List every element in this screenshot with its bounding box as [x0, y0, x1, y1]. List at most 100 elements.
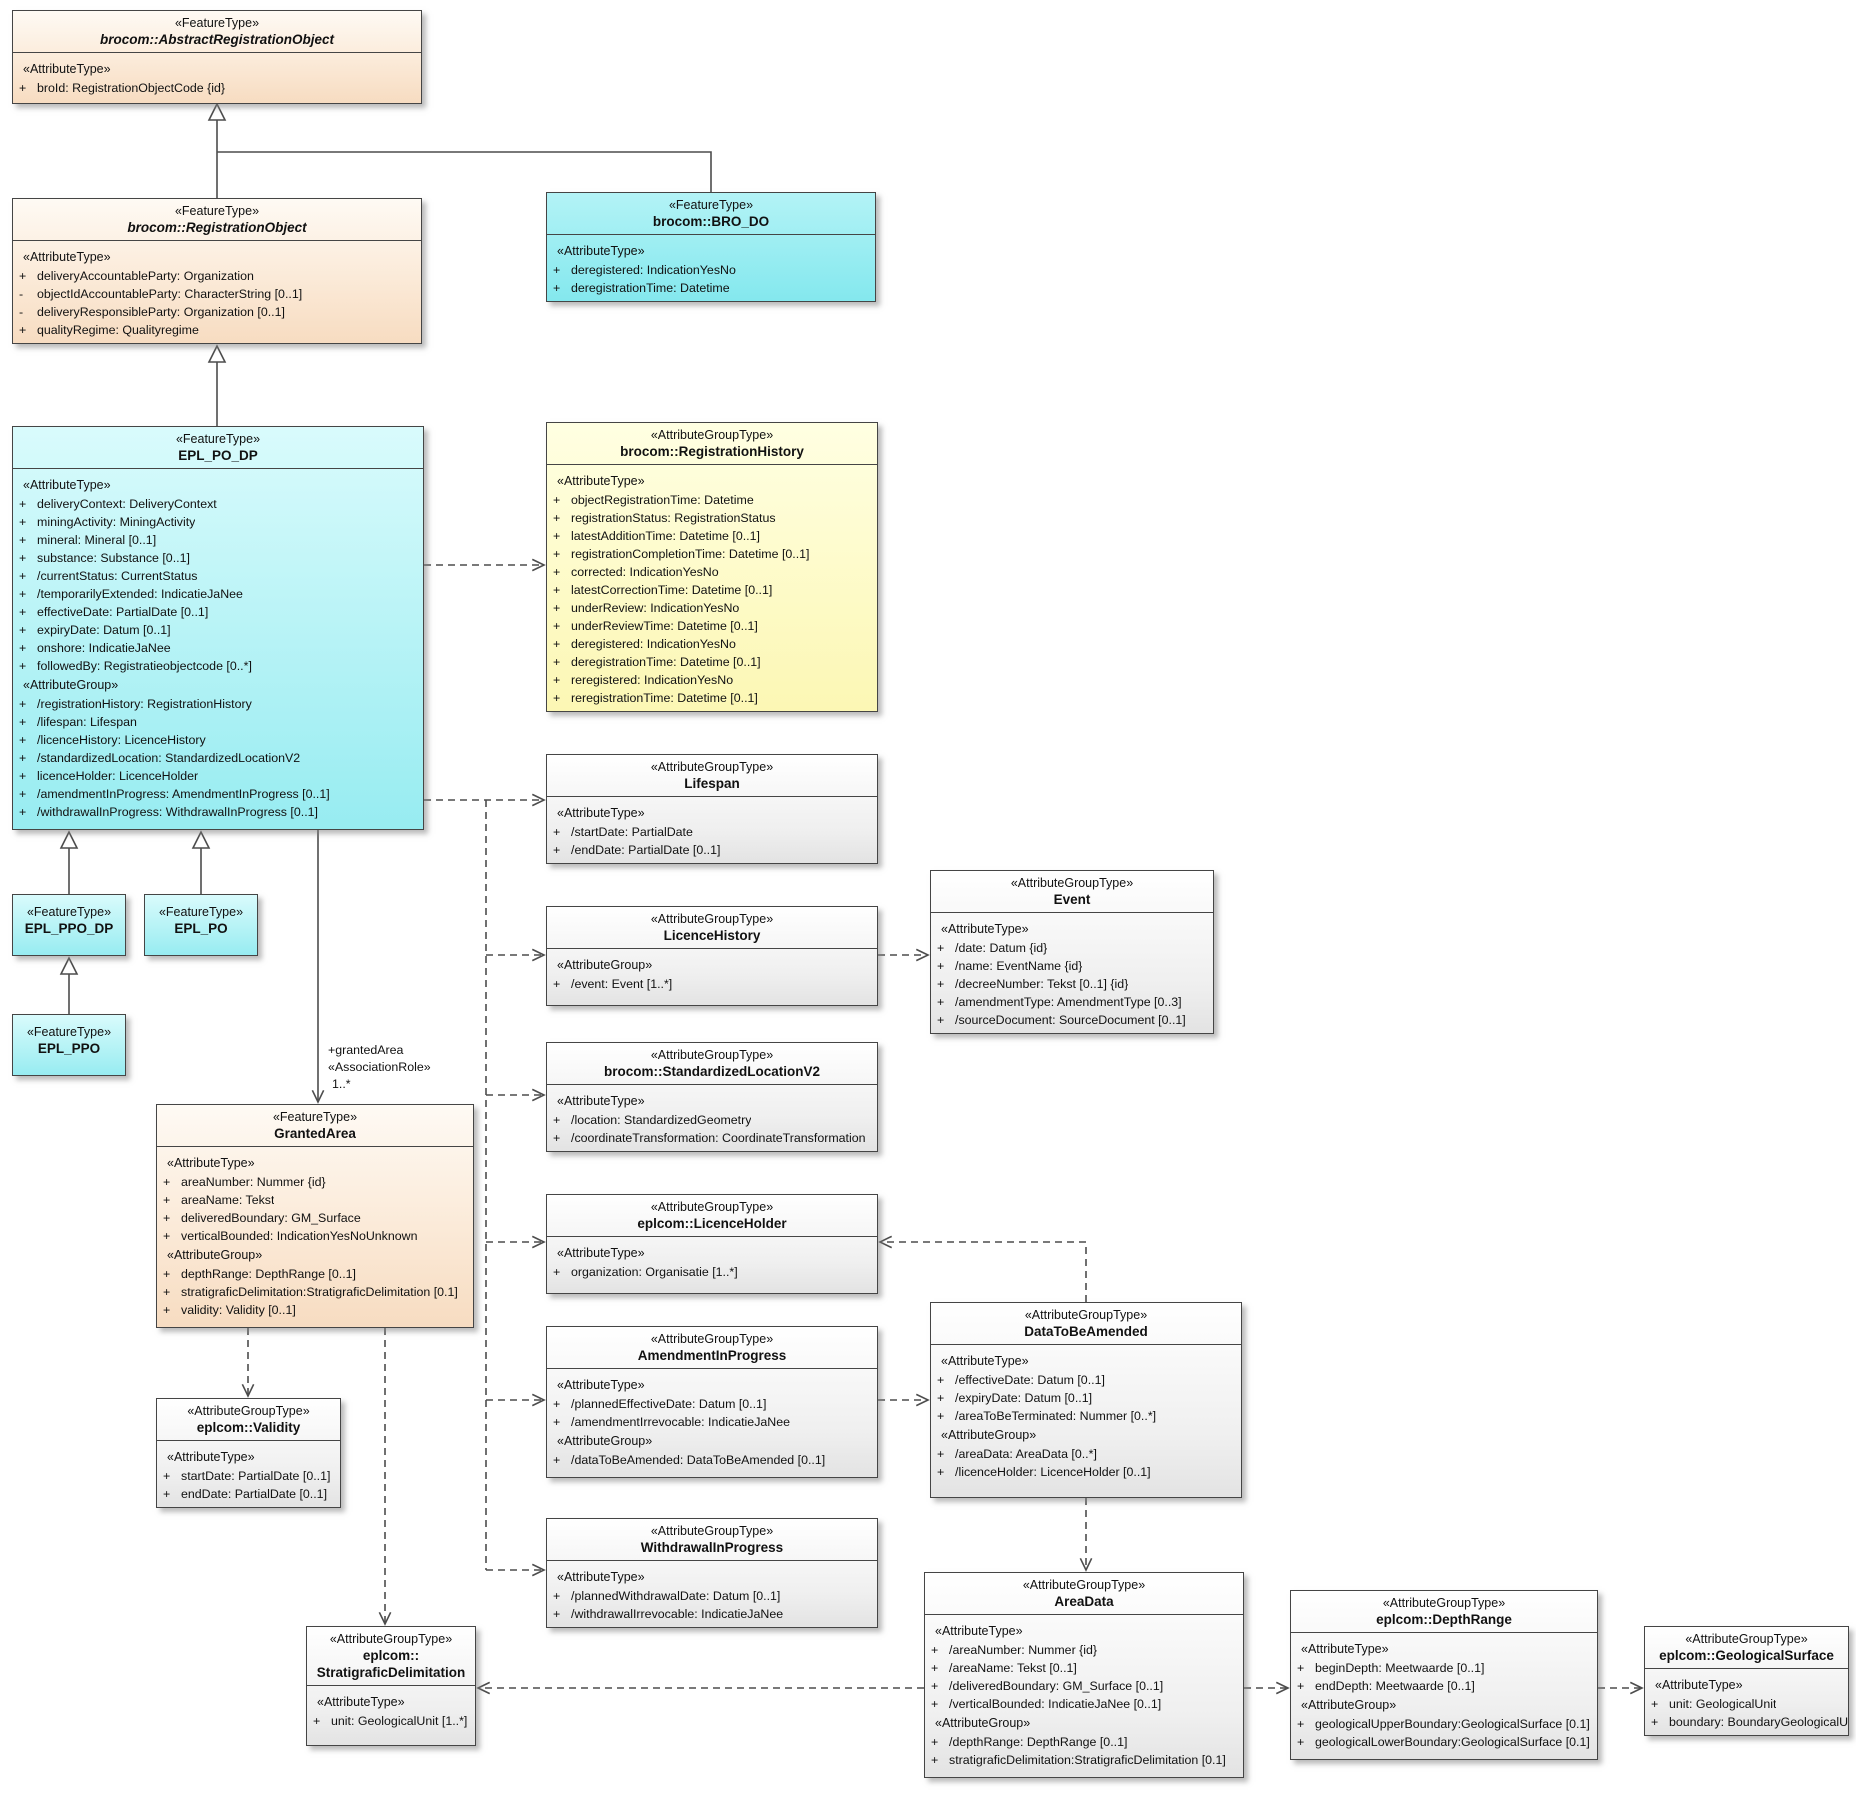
visibility-marker: +	[553, 601, 561, 615]
class-box-abstract-registration-object[interactable]: «FeatureType»brocom::AbstractRegistratio…	[12, 10, 422, 104]
section-header: «AttributeType»	[557, 244, 645, 258]
attribute-text: broId: RegistrationObjectCode {id}	[37, 81, 226, 95]
attribute-row: +/amendmentType: AmendmentType [0..3]	[931, 993, 1213, 1011]
stereotype-label: «AttributeGroupType»	[1010, 876, 1134, 890]
arrowhead-open	[915, 1393, 930, 1407]
visibility-marker: +	[1297, 1735, 1305, 1749]
class-box-withdrawal-in-progress[interactable]: «AttributeGroupType»WithdrawalInProgress…	[546, 1518, 878, 1628]
section-header: «AttributeType»	[557, 1378, 645, 1392]
class-box-event[interactable]: «AttributeGroupType»Event«AttributeType»…	[930, 870, 1214, 1034]
attribute-text: /location: StandardizedGeometry	[571, 1113, 752, 1127]
attribute-row: +/expiryDate: Datum [0..1]	[931, 1389, 1241, 1407]
attribute-text: /registrationHistory: RegistrationHistor…	[37, 697, 252, 711]
visibility-marker: +	[553, 977, 561, 991]
attribute-text: /endDate: PartialDate [0..1]	[571, 843, 721, 857]
class-box-standardized-location-v2[interactable]: «AttributeGroupType»brocom::Standardized…	[546, 1042, 878, 1152]
arrowhead-generalization	[59, 956, 79, 975]
visibility-marker: +	[931, 1643, 939, 1657]
class-name: EPL_PO	[174, 921, 228, 936]
section-header: «AttributeType»	[935, 1624, 1023, 1638]
visibility-marker: +	[19, 323, 27, 337]
arrowhead-open	[311, 1089, 325, 1104]
class-header: «AttributeGroupType»eplcom::GeologicalSu…	[1645, 1627, 1848, 1669]
class-header: «AttributeGroupType»Event	[931, 871, 1213, 913]
section-header: «AttributeType»	[557, 1570, 645, 1584]
attribute-row: +/lifespan: Lifespan	[13, 713, 423, 731]
attribute-row: +mineral: Mineral [0..1]	[13, 531, 423, 549]
class-header: «AttributeGroupType»brocom::Standardized…	[547, 1043, 877, 1085]
class-box-epl-ppo[interactable]: «FeatureType»EPL_PPO	[12, 1014, 126, 1076]
attributes-compartment: «AttributeType»+/effectiveDate: Datum [0…	[931, 1345, 1241, 1485]
class-box-epl-ppo-dp[interactable]: «FeatureType»EPL_PPO_DP	[12, 894, 126, 956]
class-name: eplcom::DepthRange	[1376, 1612, 1512, 1627]
class-box-stratigrafic-delimitation[interactable]: «AttributeGroupType»eplcom::Stratigrafic…	[306, 1626, 476, 1746]
class-header: «FeatureType»brocom::AbstractRegistratio…	[13, 11, 421, 53]
attribute-text: /coordinateTransformation: CoordinateTra…	[571, 1131, 866, 1145]
visibility-marker: +	[553, 1453, 561, 1467]
attribute-text: underReviewTime: Datetime [0..1]	[571, 619, 758, 633]
attribute-row: +/sourceDocument: SourceDocument [0..1]	[931, 1011, 1213, 1029]
attribute-row: +/deliveredBoundary: GM_Surface [0..1]	[925, 1677, 1243, 1695]
visibility-marker: +	[553, 825, 561, 839]
arrowhead-open	[531, 948, 546, 962]
class-box-lifespan[interactable]: «AttributeGroupType»Lifespan«AttributeTy…	[546, 754, 878, 864]
attribute-row: +reregistrationTime: Datetime [0..1]	[547, 689, 877, 707]
attribute-row: -deliveryResponsibleParty: Organization …	[13, 303, 421, 321]
attribute-row: +unit: GeologicalUnit [1..*]	[307, 1712, 475, 1730]
class-box-registration-history[interactable]: «AttributeGroupType»brocom::Registration…	[546, 422, 878, 712]
attribute-text: geologicalLowerBoundary:GeologicalSurfac…	[1315, 1735, 1590, 1749]
section-header: «AttributeType»	[1655, 1678, 1743, 1692]
attributes-compartment: «AttributeType»+/date: Datum {id}+/name:…	[931, 913, 1213, 1033]
attribute-row: +expiryDate: Datum [0..1]	[13, 621, 423, 639]
section-header: «AttributeType»	[557, 1094, 645, 1108]
class-box-data-to-be-amended[interactable]: «AttributeGroupType»DataToBeAmended«Attr…	[930, 1302, 1242, 1498]
attribute-row: +/amendmentIrrevocable: IndicatieJaNee	[547, 1413, 877, 1431]
class-name: brocom::RegistrationObject	[127, 220, 307, 235]
section-header: «AttributeType»	[557, 474, 645, 488]
attribute-row: +deregistrationTime: Datetime [0..1]	[547, 653, 877, 671]
class-box-geological-surface[interactable]: «AttributeGroupType»eplcom::GeologicalSu…	[1644, 1626, 1849, 1736]
class-box-area-data[interactable]: «AttributeGroupType»AreaData«AttributeTy…	[924, 1572, 1244, 1778]
section-header: «AttributeType»	[1301, 1642, 1389, 1656]
attributes-compartment: «AttributeGroup»+/event: Event [1..*]	[547, 949, 877, 997]
stereotype-label: «FeatureType»	[668, 198, 754, 212]
attribute-row: +areaNumber: Nummer {id}	[157, 1173, 473, 1191]
stereotype-label: «AttributeGroupType»	[650, 760, 774, 774]
class-box-licence-holder[interactable]: «AttributeGroupType»eplcom::LicenceHolde…	[546, 1194, 878, 1294]
attribute-row: +latestCorrectionTime: Datetime [0..1]	[547, 581, 877, 599]
attributes-compartment: «AttributeType»+startDate: PartialDate […	[157, 1441, 340, 1507]
class-header: «FeatureType»GrantedArea	[157, 1105, 473, 1147]
attribute-text: stratigraficDelimitation:StratigraficDel…	[949, 1753, 1226, 1767]
visibility-marker: +	[553, 493, 561, 507]
visibility-marker: +	[19, 697, 27, 711]
attributes-compartment: «AttributeType»+unit: GeologicalUnit [1.…	[307, 1686, 475, 1734]
visibility-marker: +	[163, 1285, 171, 1299]
attribute-text: objectRegistrationTime: Datetime	[571, 493, 754, 507]
attribute-row: +registrationStatus: RegistrationStatus	[547, 509, 877, 527]
class-name: EPL_PO_DP	[178, 448, 258, 463]
class-box-bro-do[interactable]: «FeatureType»brocom::BRO_DO«AttributeTyp…	[546, 192, 876, 302]
class-box-amendment-in-progress[interactable]: «AttributeGroupType»AmendmentInProgress«…	[546, 1326, 878, 1478]
attribute-row: + /registrationHistory: RegistrationHisto…	[13, 695, 423, 713]
class-box-granted-area[interactable]: «FeatureType»GrantedArea«AttributeType»+…	[156, 1104, 474, 1328]
attribute-row: +geologicalUpperBoundary:GeologicalSurfa…	[1291, 1715, 1597, 1733]
attribute-text: underReview: IndicationYesNo	[571, 601, 740, 615]
class-box-validity[interactable]: «AttributeGroupType»eplcom::Validity«Att…	[156, 1398, 341, 1508]
attribute-row: +/event: Event [1..*]	[547, 975, 877, 993]
class-box-registration-object[interactable]: «FeatureType»brocom::RegistrationObject«…	[12, 198, 422, 344]
class-box-depth-range[interactable]: «AttributeGroupType»eplcom::DepthRange«A…	[1290, 1590, 1598, 1760]
attribute-row: +/verticalBounded: IndicatieJaNee [0..1]	[925, 1695, 1243, 1713]
class-box-epl-po-dp[interactable]: «FeatureType»EPL_PO_DP«AttributeType»+de…	[12, 426, 424, 830]
attribute-text: stratigraficDelimitation:StratigraficDel…	[181, 1285, 458, 1299]
attribute-row: +stratigraficDelimitation:StratigraficDe…	[925, 1751, 1243, 1769]
section-header: «AttributeGroup»	[167, 1248, 263, 1262]
visibility-marker: +	[931, 1697, 939, 1711]
class-name: brocom::BRO_DO	[652, 214, 770, 229]
stereotype-label: «FeatureType»	[158, 905, 244, 919]
class-box-licence-history[interactable]: «AttributeGroupType»LicenceHistory«Attri…	[546, 906, 878, 1006]
attribute-row: +/depthRange: DepthRange [0..1]	[925, 1733, 1243, 1751]
class-box-epl-po[interactable]: «FeatureType» EPL_PO	[144, 894, 258, 956]
section-header: «AttributeType»	[167, 1450, 255, 1464]
attribute-row: +/plannedWithdrawalDate: Datum [0..1]	[547, 1587, 877, 1605]
attribute-row: +validity: Validity [0..1]	[157, 1301, 473, 1319]
